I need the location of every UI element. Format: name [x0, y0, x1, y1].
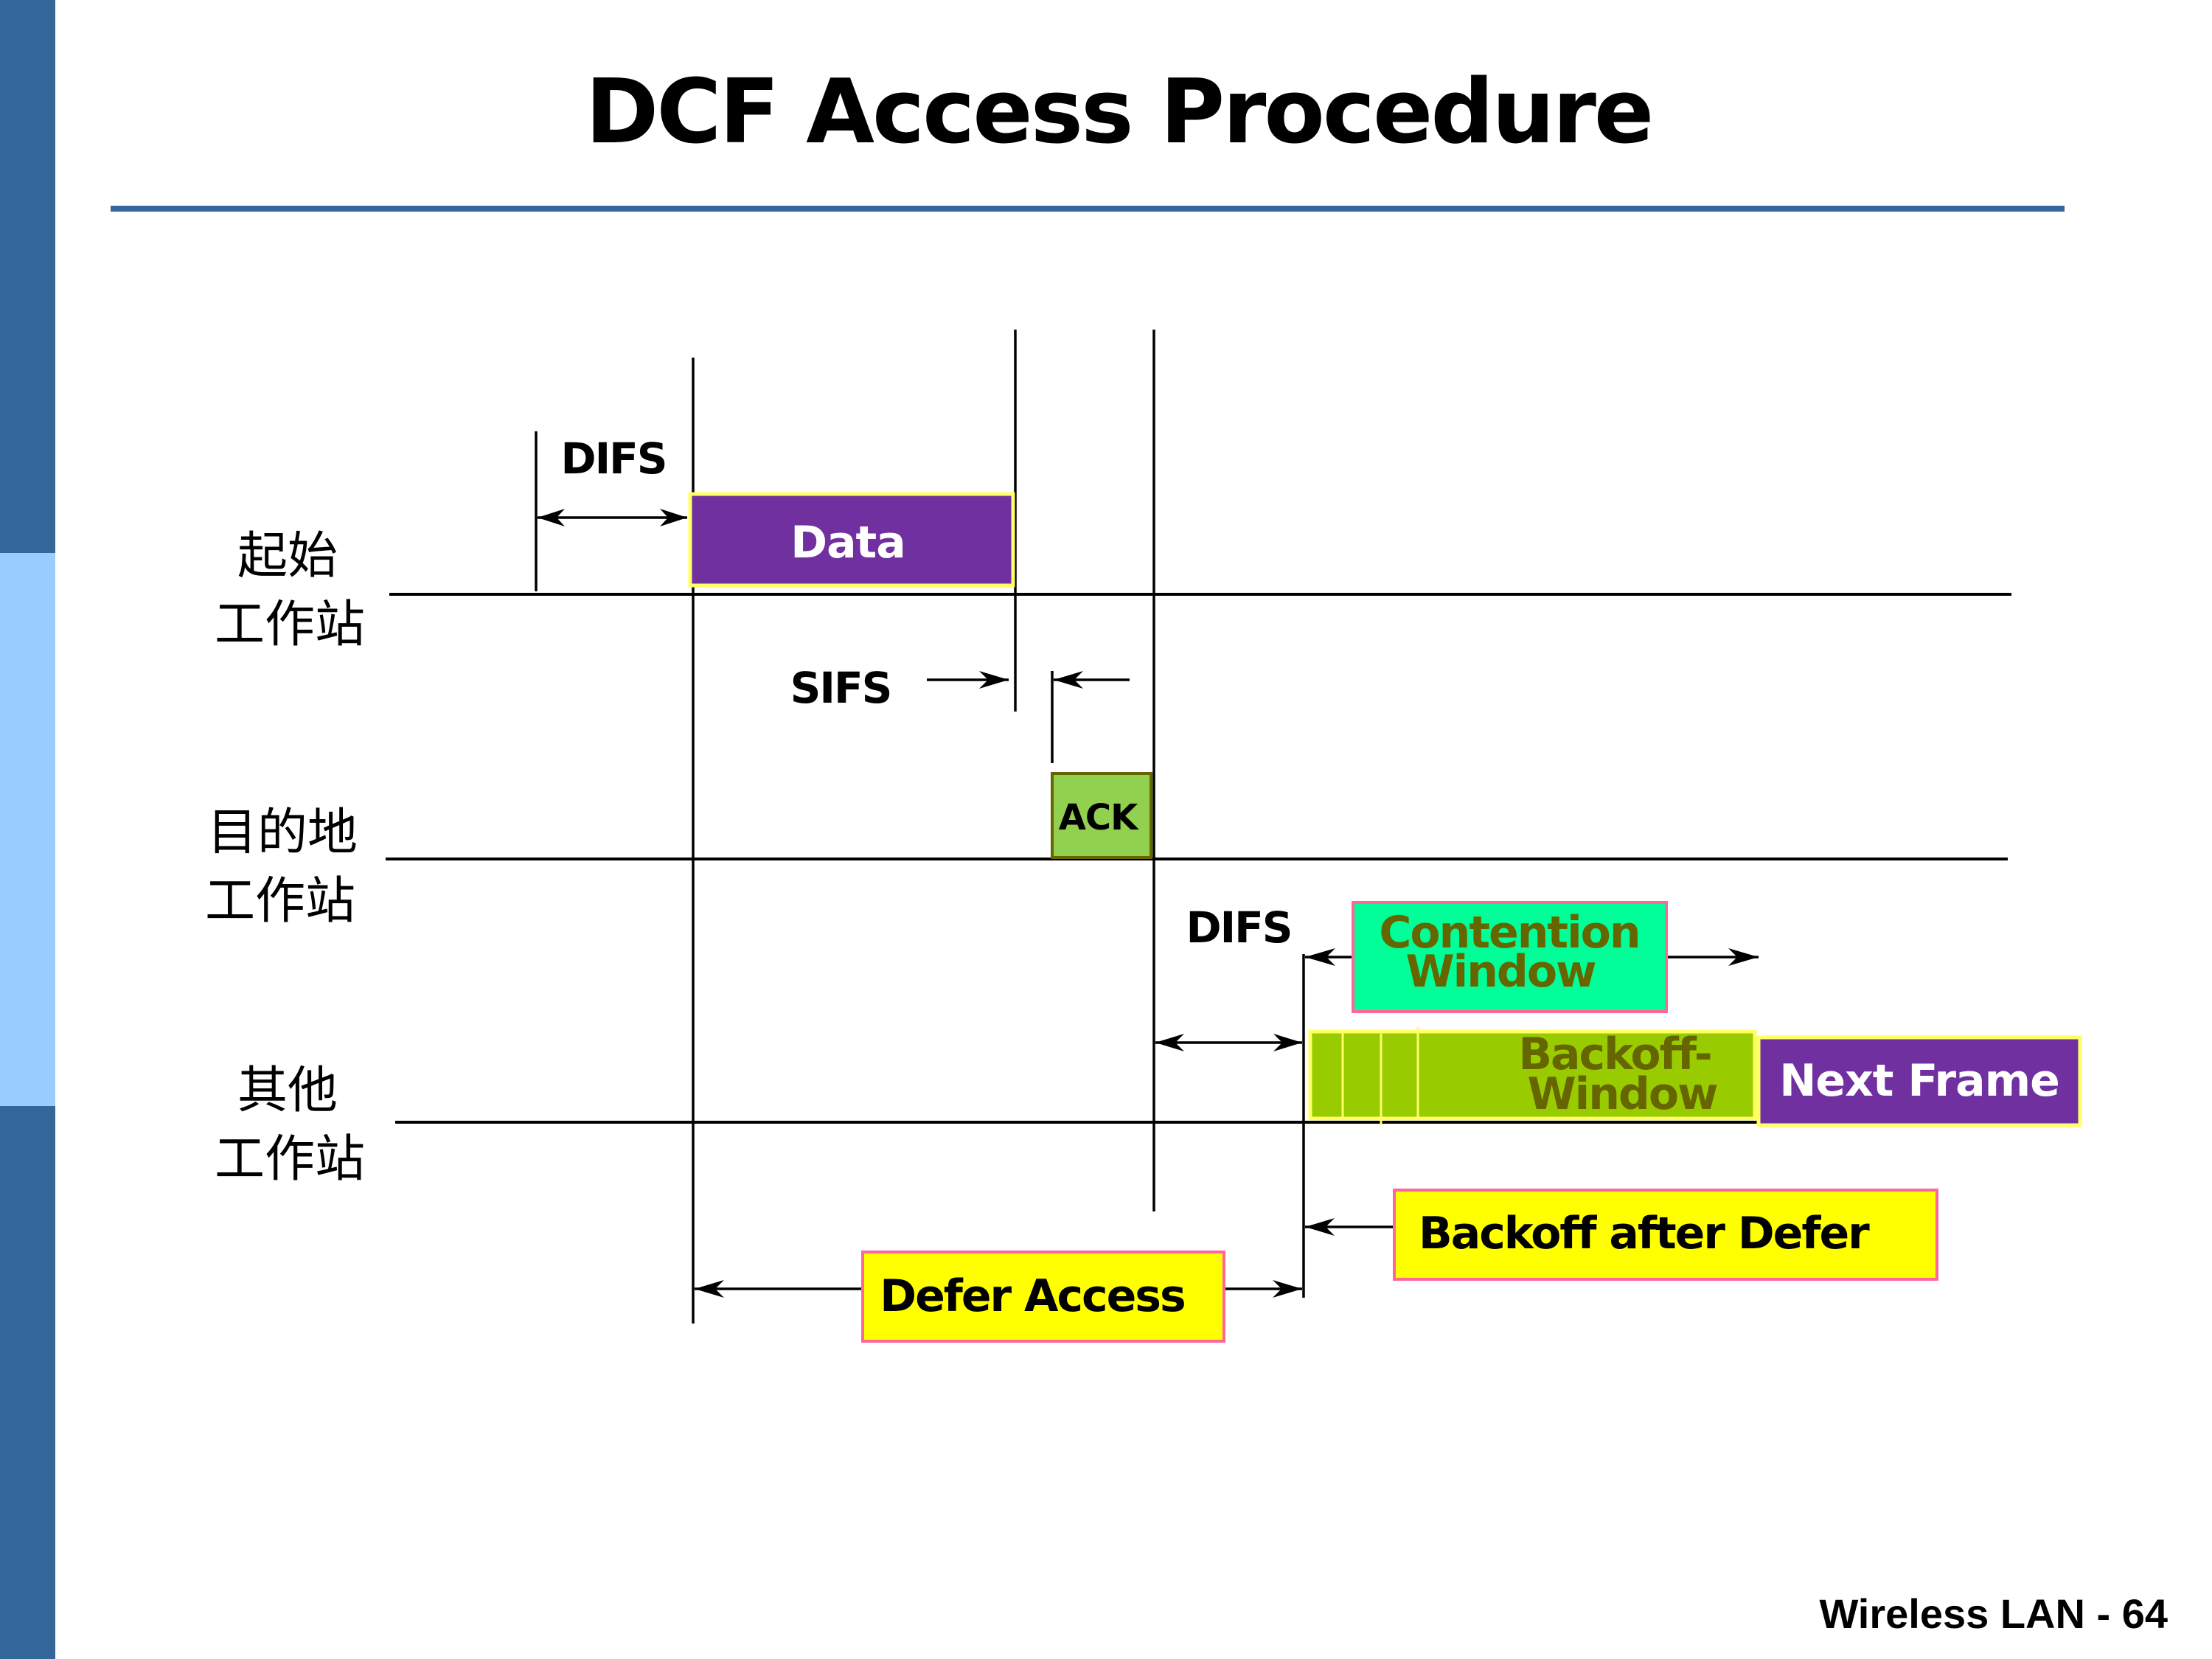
- station-label-source: 起始 工作站: [215, 527, 365, 654]
- data-frame-box: [688, 492, 1015, 588]
- arrowhead-left: [1155, 1034, 1184, 1051]
- arrowhead-right: [1728, 948, 1759, 966]
- contention-window-line1: Contention: [1379, 907, 1639, 959]
- title-rule: [111, 206, 2065, 212]
- station-other-line1: 其他: [237, 1062, 338, 1120]
- ack-frame-box: [1051, 772, 1152, 859]
- data-frame: Data: [688, 492, 1015, 588]
- arrowhead-left: [1054, 671, 1083, 689]
- sifs-arrows: [927, 671, 1130, 689]
- station-label-destination: 目的地 工作站: [205, 804, 358, 931]
- backoff-after-defer-box: [1393, 1189, 1938, 1281]
- contention-window: Contention Window: [1305, 901, 1759, 1013]
- station-label-other: 其他 工作站: [215, 1062, 365, 1189]
- backoff-window-line2: Window: [1527, 1068, 1717, 1120]
- arrowhead-right: [660, 509, 687, 526]
- arrowhead-left: [538, 509, 565, 526]
- next-frame-label: Next Frame: [1779, 1055, 2059, 1107]
- slide-footer: Wireless LAN - 64: [1819, 1590, 2168, 1637]
- station-destination-line2: 工作站: [205, 872, 355, 931]
- ack-frame: ACK: [1051, 772, 1152, 859]
- defer-access-callout: Defer Access: [695, 1251, 1302, 1343]
- arrowhead-right: [1273, 1034, 1302, 1051]
- next-frame-box: [1756, 1035, 2082, 1127]
- difs-label-bottom: DIFS: [1186, 902, 1291, 953]
- sidebar-bottom-segment: [0, 1106, 55, 1659]
- station-source-line2: 工作站: [215, 596, 365, 654]
- defer-access-box: [861, 1251, 1225, 1343]
- station-source-line1: 起始: [237, 527, 338, 585]
- sidebar: [0, 0, 55, 1659]
- contention-window-line2: Window: [1405, 946, 1596, 998]
- arrowhead-left: [1305, 1218, 1335, 1236]
- station-other-line2: 工作站: [215, 1130, 365, 1189]
- sidebar-middle-segment: [0, 553, 55, 1106]
- station-destination-line1: 目的地: [207, 804, 358, 862]
- defer-access-label: Defer Access: [880, 1270, 1184, 1322]
- backoff-after-defer-callout: Backoff after Defer: [1305, 1189, 1938, 1281]
- backoff-window-line1: Backoff-: [1518, 1029, 1711, 1080]
- next-frame: Next Frame: [1756, 1035, 2082, 1127]
- sidebar-top-segment: [0, 0, 55, 553]
- arrowhead-right: [1273, 1280, 1302, 1298]
- data-frame-label: Data: [790, 517, 905, 568]
- contention-window-box: [1352, 901, 1668, 1013]
- arrowhead-left: [1305, 948, 1335, 966]
- difs-arrow-top: [538, 509, 687, 526]
- slide-title: DCF Access Procedure: [585, 61, 1652, 164]
- arrowhead-right: [979, 671, 1009, 689]
- ack-frame-label: ACK: [1059, 797, 1139, 838]
- backoff-window: Backoff- Window: [1308, 1027, 1757, 1124]
- backoff-window-box: [1308, 1029, 1757, 1121]
- difs-label-top: DIFS: [560, 434, 666, 484]
- arrowhead-left: [695, 1280, 724, 1298]
- difs-arrow-bottom: [1155, 1034, 1302, 1051]
- sifs-label: SIFS: [790, 663, 891, 713]
- backoff-after-defer-label: Backoff after Defer: [1419, 1208, 1870, 1259]
